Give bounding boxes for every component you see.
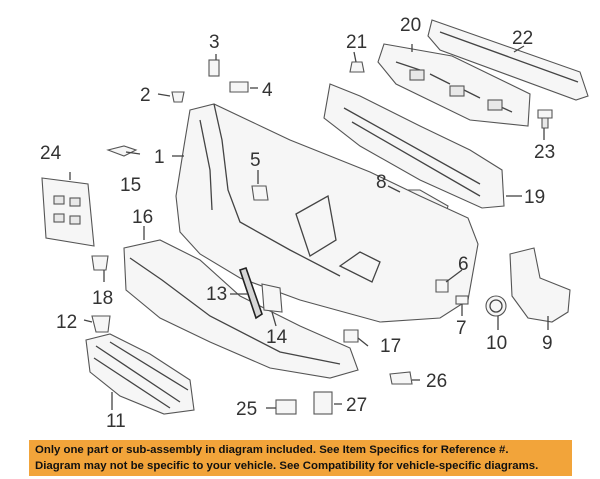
callout-26: 26 [426,371,447,392]
callout-9: 9 [542,333,553,354]
part-16-lower-spoiler [123,239,359,379]
callout-25: 25 [236,399,257,420]
callout-22: 22 [512,28,533,49]
part-19-absorber-lower [323,83,505,209]
part-17-clip [343,329,359,343]
callout-2: 2 [140,85,151,106]
part-26-clip [389,371,413,385]
callout-3: 3 [209,32,220,53]
part-20-absorber-upper [377,43,531,127]
part-25-sensor [275,399,297,415]
part-22-reinforcement-bar [427,19,589,101]
part-11-grille [85,333,195,415]
part-14-bracket [261,283,283,313]
callout-4: 4 [262,80,273,101]
callout-12: 12 [56,312,77,333]
part-12-clip [91,315,111,333]
callout-19: 19 [524,187,545,208]
callout-21: 21 [346,32,367,53]
callout-5: 5 [250,150,261,171]
callout-15: 15 [120,175,141,196]
part-9-bracket [509,247,571,323]
callout-10: 10 [486,333,507,354]
part-10-ring [485,295,507,317]
part-7-bolt [455,295,469,305]
callout-14: 14 [266,327,288,348]
callout-6: 6 [458,254,469,275]
disclaimer-line-2: Diagram may not be specific to your vehi… [35,460,539,472]
part-24-license-bracket [41,177,95,247]
callout-23: 23 [534,142,555,163]
callout-17: 17 [380,336,401,357]
part-23-bolt [537,109,553,129]
part-4-clip [229,81,249,93]
leader-lines [69,44,549,410]
callout-1: 1 [154,147,165,168]
callout-20: 20 [400,15,421,36]
part-3-bolt [208,59,220,77]
part-13-bracket-highlighted [238,266,263,320]
part-2-clip [171,91,185,103]
callout-11: 11 [106,411,126,432]
callout-24: 24 [40,143,62,164]
part-27-sensor [313,391,333,415]
callout-16: 16 [132,207,153,228]
disclaimer-banner: Only one part or sub-assembly in diagram… [29,440,572,476]
part-15-sensor [106,145,138,157]
disclaimer-line-1: Only one part or sub-assembly in diagram… [35,444,509,456]
part-5-clip [251,185,269,201]
part-21-clip [349,61,365,73]
part-6-clip [435,279,449,293]
callout-labels: 1 2 3 4 5 6 7 8 9 10 11 12 13 14 15 16 1… [40,15,555,432]
part-18-clip [91,255,109,271]
callout-8: 8 [376,172,387,193]
callout-13: 13 [206,284,227,305]
callout-18: 18 [92,288,113,309]
callout-7: 7 [456,318,467,339]
callout-27: 27 [346,395,367,416]
